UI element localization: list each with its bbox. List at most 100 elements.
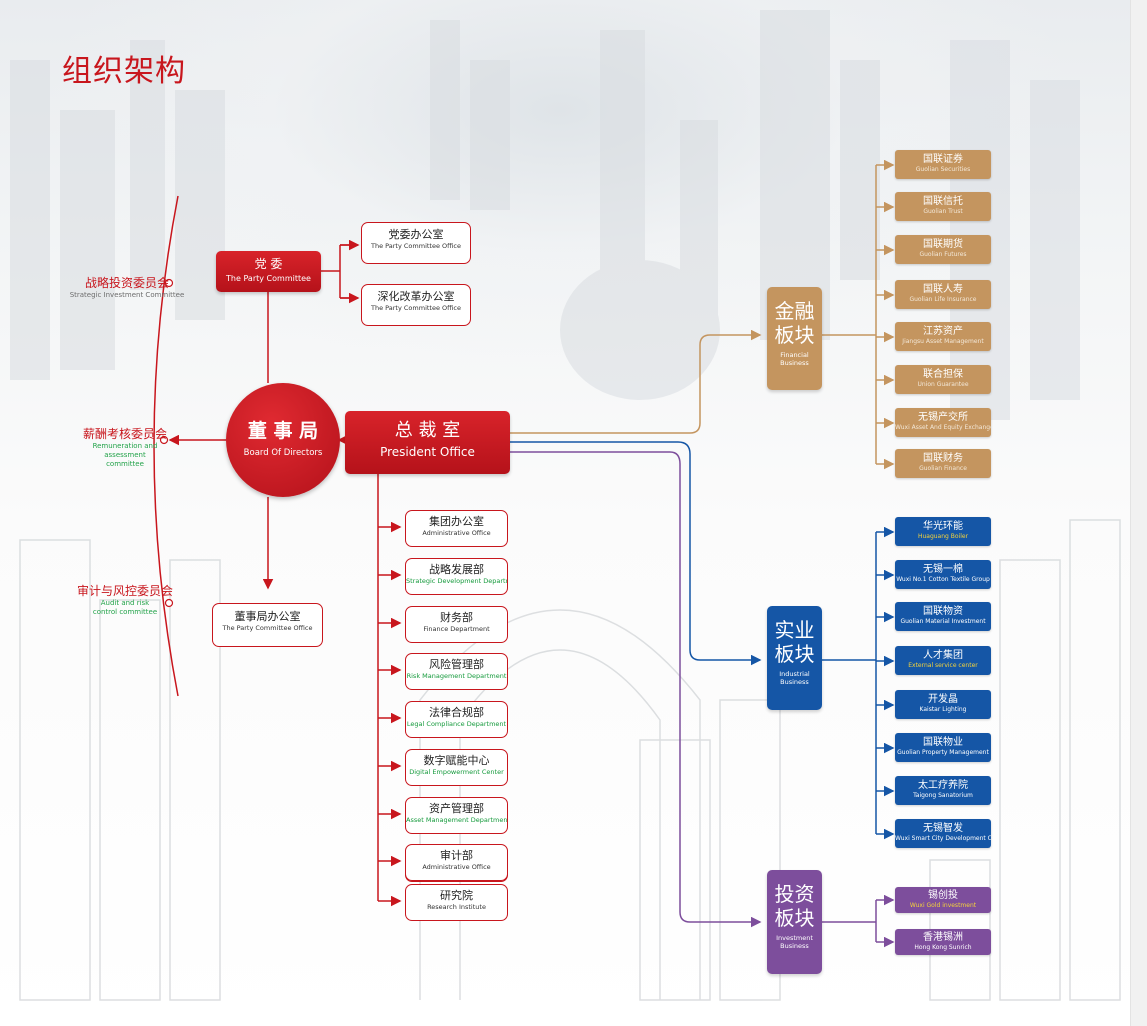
subsidiary-en: Jiangsu Asset Management [902, 338, 984, 345]
subsidiary-cn: 国联物业 [923, 737, 963, 748]
investment-sector-en: Investment Business [776, 934, 813, 950]
department-cn: 法律合规部 [429, 706, 484, 719]
party-committee-en: The Party Committee [226, 274, 311, 283]
subsidiary-cn: 国联财务 [923, 453, 963, 464]
subsidiary-en: Guolian Securities [915, 166, 971, 173]
subsidiary-en: Guolian Futures [919, 251, 967, 258]
department-cn: 风险管理部 [429, 658, 484, 671]
party-office-cn: 党委办公室 [388, 228, 444, 241]
subsidiary-en: Kaistar Lighting [919, 706, 967, 713]
board-en: Board Of Directors [243, 448, 323, 458]
subsidiary-cn: 无锡智发 [923, 823, 963, 834]
subsidiary-cn: 无锡产交所 [918, 412, 968, 423]
party-office-en: The Party Committee Office [370, 242, 462, 250]
financial-sector-en: Financial Business [780, 351, 809, 367]
subsidiary-en: External service center [908, 662, 978, 669]
party-committee-cn: 党 委 [254, 257, 283, 271]
subsidiary-cn: 联合担保 [923, 369, 963, 380]
subsidiary-en: Guolian Life Insurance [909, 296, 977, 303]
industrial-sector-box: 实业 板块 Industrial Business [767, 606, 822, 710]
subsidiary-en: Guolian Property Management [897, 749, 989, 756]
president-office-box: 总 裁 室 President Office [345, 411, 510, 474]
subsidiary-en: Huaguang Boiler [917, 533, 969, 540]
department-en: Research Institute [427, 903, 486, 911]
department-en: Digital Empowerment Center [409, 768, 504, 776]
financial-sector-box: 金融 板块 Financial Business [767, 287, 822, 390]
department-en: Administrative Office [422, 529, 491, 537]
department-cn: 审计部 [440, 849, 473, 862]
subsidiary-cn: 香港锡洲 [923, 932, 963, 943]
vertical-scrollbar[interactable] [1130, 0, 1147, 1026]
board-office-box: 董事局办公室 The Party Committee Office [212, 603, 323, 647]
board-office-en: The Party Committee Office [222, 624, 313, 632]
industrial-sector-cn-2: 板块 [774, 642, 815, 666]
subsidiary-cn: 江苏资产 [923, 326, 963, 337]
subsidiary-cn: 国联期货 [923, 239, 963, 250]
department-en: Asset Management Department [406, 816, 507, 824]
committee-strategic-investment: 战略投资委员会 Strategic Investment Committee [52, 275, 202, 300]
party-committee-box: 党 委 The Party Committee [216, 251, 321, 292]
board-office-cn: 董事局办公室 [234, 610, 301, 623]
department-cn: 研究院 [440, 889, 473, 902]
subsidiary-en: Guolian Finance [919, 465, 967, 472]
committee-cn: 审计与风控委员会 [76, 584, 173, 598]
subsidiary-cn: 国联物资 [923, 606, 963, 617]
subsidiary-en: Hong Kong Sunrich [914, 944, 972, 951]
subsidiary-cn: 人才集团 [923, 650, 963, 661]
committee-remuneration: 薪酬考核委员会 Remuneration and assessment comm… [50, 426, 200, 469]
subsidiary-en: Wuxi Gold investment [909, 902, 977, 909]
reform-office-cn: 深化改革办公室 [377, 290, 455, 303]
subsidiary-en: Guolian Material Investment [900, 618, 986, 625]
committee-en: Strategic Investment Committee [69, 291, 185, 299]
financial-sector-cn-2: 板块 [774, 323, 815, 347]
subsidiary-cn: 无锡一棉 [923, 564, 963, 575]
department-en: Legal Compliance Department [406, 720, 507, 728]
department-cn: 资产管理部 [429, 802, 484, 815]
subsidiary-cn: 开发晶 [928, 694, 958, 705]
committee-cn: 薪酬考核委员会 [82, 427, 167, 441]
subsidiary-cn: 国联人寿 [923, 284, 963, 295]
subsidiary-en: Wuxi No.1 Cotton Textile Group [896, 576, 990, 583]
investment-sector-cn-1: 投资 [774, 882, 815, 906]
subsidiary-en: Wuxi Smart City Development Co.,LTD [895, 835, 991, 842]
page-title: 组织架构 [62, 54, 186, 89]
department-cn: 战略发展部 [429, 563, 484, 576]
president-cn: 总 裁 室 [394, 420, 461, 441]
department-en: Risk Management Department [406, 672, 507, 680]
department-en: Administrative Office [422, 863, 491, 871]
subsidiary-en: Union Guarantee [917, 381, 969, 388]
industrial-sector-cn-1: 实业 [774, 618, 815, 642]
subsidiary-cn: 国联信托 [923, 196, 963, 207]
committee-cn: 战略投资委员会 [84, 276, 169, 290]
president-en: President Office [380, 445, 475, 459]
subsidiary-en: Guolian Trust [923, 208, 963, 215]
department-cn: 财务部 [440, 611, 473, 624]
subsidiary-cn: 太工疗养院 [918, 780, 968, 791]
industrial-sector-en: Industrial Business [779, 670, 810, 686]
investment-sector-cn-2: 板块 [774, 906, 815, 930]
investment-sector-box: 投资 板块 Investment Business [767, 870, 822, 974]
